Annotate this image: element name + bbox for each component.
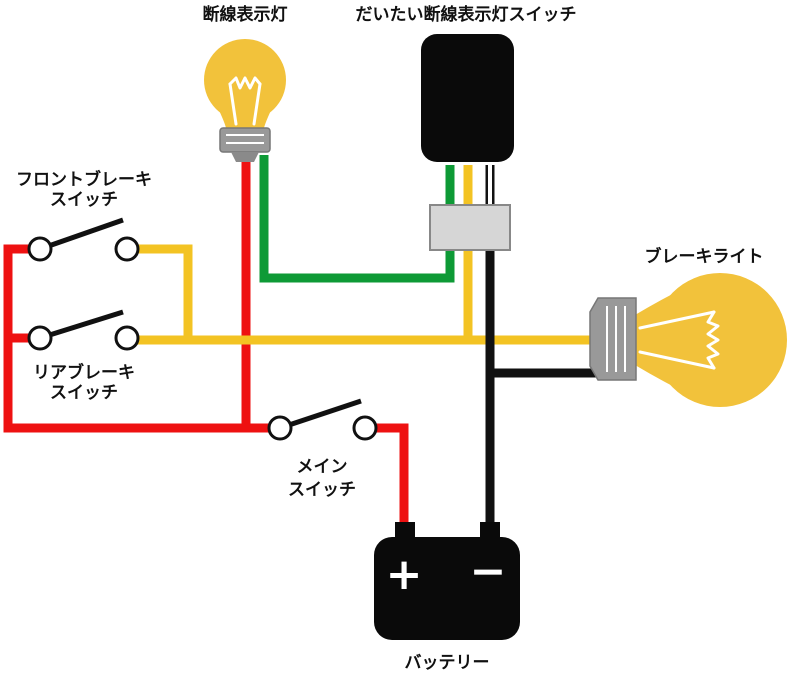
main-switch-label-line1: メイン <box>297 457 348 477</box>
indicator-lamp-base <box>219 127 271 153</box>
green-wire-lamp-to-switch <box>259 155 455 283</box>
brake-light-label: ブレーキライト <box>645 246 764 267</box>
rear-brake-switch-lever <box>39 309 124 341</box>
brake-light <box>589 273 787 407</box>
main-switch <box>267 398 378 441</box>
rear-brake-switch <box>27 309 140 351</box>
front-brake-switch-terminal-right <box>114 236 140 262</box>
main-switch-lever <box>279 398 362 431</box>
battery-positive-post <box>395 522 415 540</box>
main-switch-label-line2: スイッチ <box>288 480 356 500</box>
battery-negative-symbol: − <box>470 546 507 597</box>
front-brake-switch-lever <box>39 217 124 252</box>
rear-brake-switch-terminal-left <box>27 325 53 351</box>
red-wire-battery-positive <box>365 423 409 525</box>
rear-brake-switch-label-line2: スイッチ <box>50 383 118 403</box>
yellow-wire-front-switch <box>127 244 193 340</box>
indicator-switch-connector <box>429 204 511 251</box>
front-brake-switch <box>27 217 140 262</box>
front-brake-switch-label-line2: スイッチ <box>50 190 118 210</box>
light-bulb-icon <box>638 310 720 370</box>
front-brake-switch-label-line1: フロントブレーキ <box>16 169 152 190</box>
brake-light-base <box>589 297 637 381</box>
light-bulb-icon <box>228 76 262 126</box>
rear-brake-switch-label-line1: リアブレーキ <box>33 362 135 383</box>
yellow-wires <box>127 165 590 345</box>
red-wires <box>3 155 409 525</box>
battery-negative-post <box>480 522 500 540</box>
indicator-switch-body <box>421 34 514 162</box>
green-wires <box>259 155 455 283</box>
battery-label: バッテリー <box>405 653 490 673</box>
battery-positive-symbol: + <box>386 549 423 600</box>
main-switch-terminal-left <box>267 415 293 441</box>
indicator-switch-label: だいたい断線表示灯スイッチ <box>356 4 577 25</box>
indicator-lamp-label: 断線表示灯 <box>203 4 288 25</box>
battery-body <box>374 537 520 640</box>
front-brake-switch-terminal-left <box>27 236 53 262</box>
rear-brake-switch-terminal-right <box>114 325 140 351</box>
battery-icon: + − <box>374 522 520 640</box>
indicator-lamp <box>204 39 286 162</box>
main-switch-terminal-right <box>352 415 378 441</box>
